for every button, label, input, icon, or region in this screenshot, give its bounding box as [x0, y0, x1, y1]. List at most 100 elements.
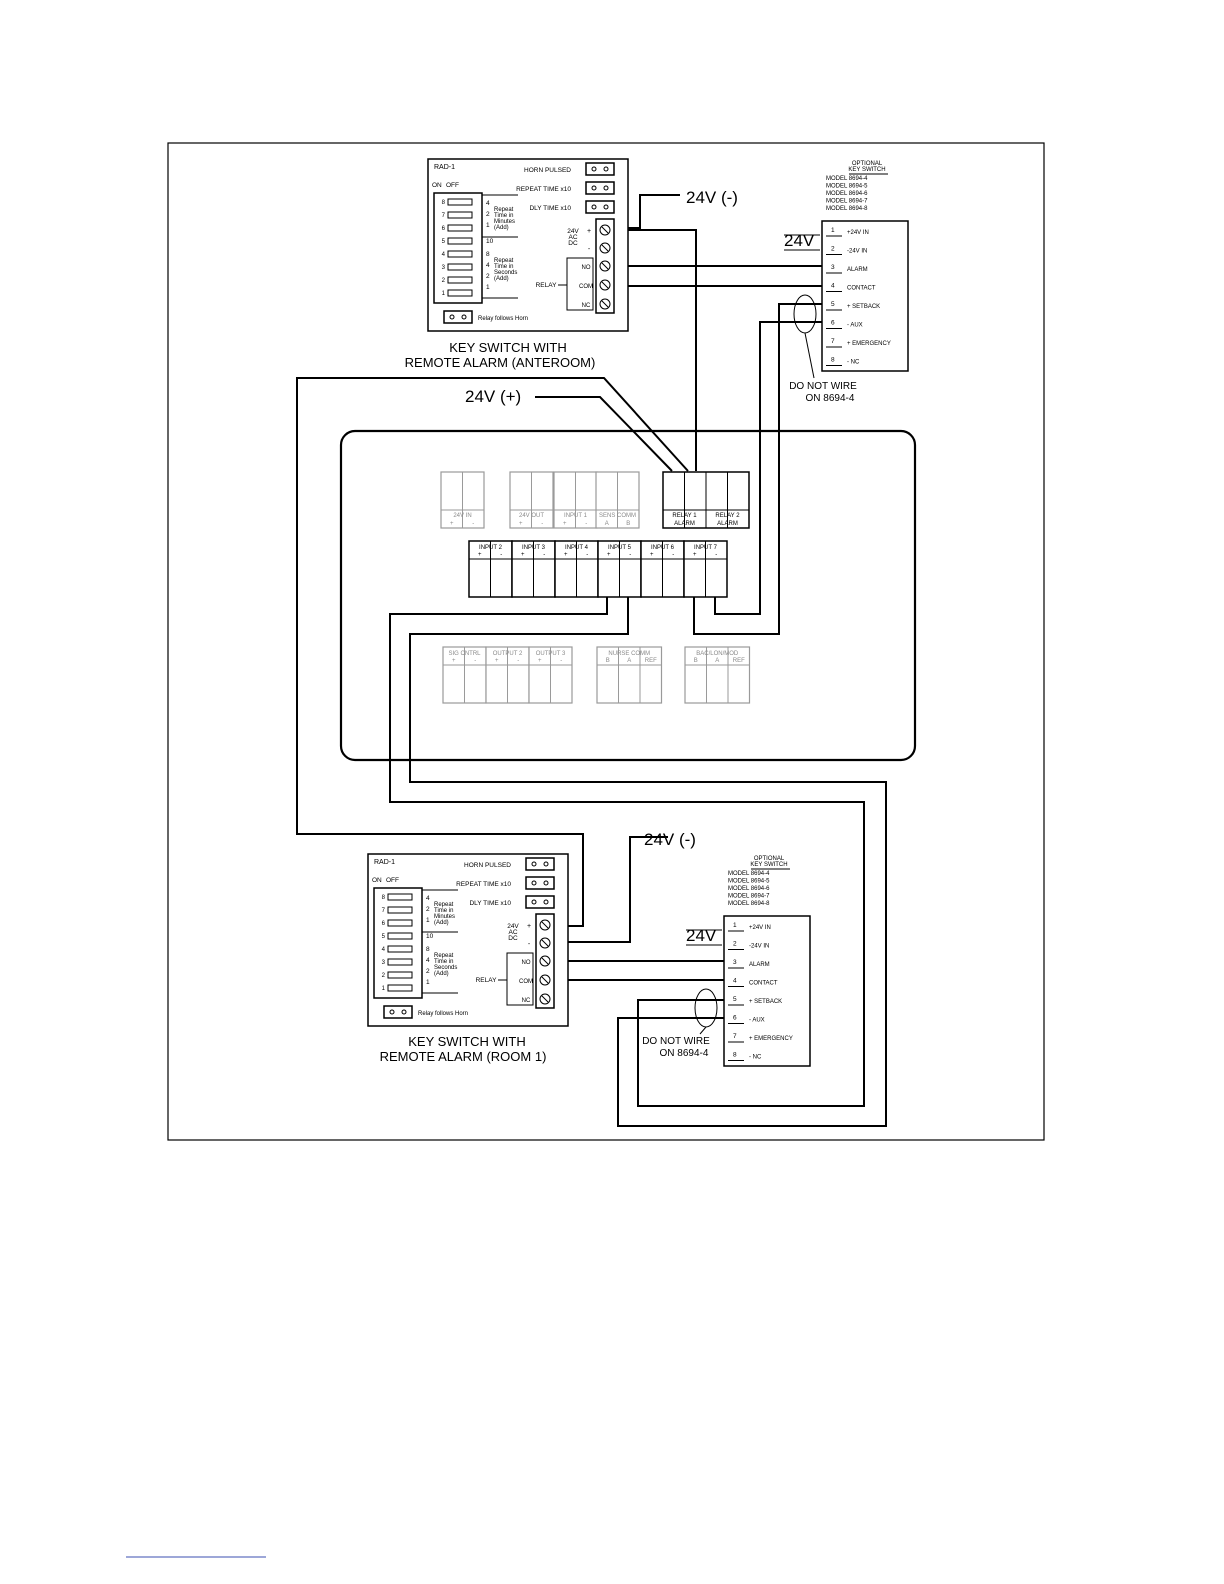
key-switch-model: MODEL 8694-4 — [728, 871, 770, 877]
key-switch-model: MODEL 8694-6 — [826, 191, 868, 197]
dip-weight: 4 — [426, 895, 430, 902]
dip-switch — [447, 198, 473, 206]
key-switch-terminal-label: -24V IN — [749, 944, 769, 950]
minus-sign: - — [528, 941, 531, 948]
input-polarity: - — [672, 552, 674, 558]
plus-sign: + — [527, 923, 531, 930]
key-switch-terminal-label: ALARM — [847, 267, 868, 273]
dip-switch — [447, 211, 473, 219]
relay-terminal-label: NC — [582, 303, 591, 309]
terminal-block-outline — [684, 646, 751, 704]
key-switch-terminal-number: 6 — [831, 320, 835, 327]
dip-switch — [387, 971, 413, 979]
controller-terminal-3: INPUT 1+- — [553, 471, 598, 529]
screw-slot — [541, 995, 549, 1003]
do-not-wire-bottom-line1: DO NOT WIRE — [642, 1036, 710, 1047]
screw-terminal — [599, 260, 611, 272]
relay-label: RELAY 1 — [672, 513, 697, 519]
dip-weight: 4 — [486, 262, 490, 269]
screw-terminal — [599, 224, 611, 236]
key-switch-model: MODEL 8694-8 — [826, 206, 868, 212]
screw-terminal — [539, 919, 551, 931]
terminal-polarity: + — [450, 521, 454, 527]
screw-terminal — [539, 993, 551, 1005]
seconds-label: Seconds — [434, 965, 457, 971]
relay-label: ALARM — [717, 521, 738, 527]
rad-module-name: RAD-1 — [434, 164, 455, 171]
terminal-polarity: B — [626, 521, 630, 527]
do-not-wire-bottom-line2: ON 8694-4 — [660, 1048, 709, 1059]
dip-weight-ten: 10 — [486, 238, 494, 245]
key-switch-outline — [723, 915, 811, 1067]
terminal-polarity: + — [519, 521, 523, 527]
key-switch-terminal-label: - NC — [749, 1055, 762, 1061]
key-switch-terminal-number: 4 — [831, 283, 835, 290]
key-switch-terminal-label: - AUX — [847, 323, 863, 329]
screw-terminal — [599, 279, 611, 291]
dip-switch — [447, 263, 473, 271]
power-label: DC — [508, 935, 518, 942]
controller-board — [339, 429, 917, 762]
callout-lines — [694, 294, 817, 1035]
dip-number: 8 — [382, 895, 386, 901]
jumper-block — [585, 181, 615, 195]
dip-number: 4 — [442, 252, 446, 258]
dip-number: 2 — [382, 973, 386, 979]
dip-weight: 2 — [486, 211, 490, 218]
seconds-label: Repeat — [494, 258, 514, 264]
power-label: 24V — [507, 923, 519, 930]
minutes-label: Repeat — [434, 902, 454, 908]
key-switch-terminal-number: 2 — [831, 246, 835, 253]
rad-module-name: RAD-1 — [374, 859, 395, 866]
jumper-pin — [603, 204, 609, 210]
do-not-wire-top-line2: ON 8694-4 — [806, 393, 855, 404]
output-polarity: - — [560, 658, 562, 664]
supply-label: 24V — [686, 926, 717, 945]
screw-slot — [601, 262, 609, 270]
jumper-pin — [603, 166, 609, 172]
input-polarity: - — [715, 552, 717, 558]
jumper-pin — [461, 314, 467, 320]
key-switch-terminal-label: + SETBACK — [847, 304, 880, 310]
minus-sign: - — [588, 246, 591, 253]
dip-number: 5 — [442, 239, 446, 245]
input-terminal-7: INPUT 7+- — [683, 540, 728, 598]
screw-slot — [541, 957, 549, 965]
jumper-block — [525, 895, 555, 909]
minutes-label: Repeat — [494, 207, 514, 213]
power-label: AC — [508, 929, 517, 936]
jumper-pin — [389, 1009, 395, 1015]
jumper-label: DLY TIME x10 — [469, 900, 511, 907]
screw-terminal — [539, 974, 551, 986]
relay-terminal-label: NC — [522, 998, 531, 1004]
dip-weight-ten: 10 — [426, 933, 434, 940]
dip-weight: 2 — [426, 968, 430, 975]
key-switch-header: OPTIONAL — [852, 161, 883, 167]
dip-weight: 1 — [486, 284, 490, 291]
relay-terminal-label: NO — [582, 265, 591, 271]
relay-label: RELAY 2 — [715, 513, 740, 519]
minutes-label: Time in — [494, 213, 513, 219]
jumper-pin — [531, 861, 537, 867]
screw-terminal — [599, 298, 611, 310]
input-polarity: + — [607, 552, 611, 558]
jumper-pin — [449, 314, 455, 320]
dip-number: 7 — [382, 908, 386, 914]
terminal-label: INPUT 1 — [564, 513, 588, 519]
jumper-pin — [543, 861, 549, 867]
jumper-pin — [591, 185, 597, 191]
input-label: INPUT 4 — [565, 545, 589, 551]
do-not-wire-marker-bottom — [694, 988, 718, 1028]
dip-weight: 1 — [486, 222, 490, 229]
dip-number: 8 — [442, 200, 446, 206]
jumper-pin — [603, 185, 609, 191]
jumper-label: REPEAT TIME x10 — [516, 186, 571, 193]
controller-terminal-1: 24V IN+- — [440, 471, 485, 529]
terminal-polarity: - — [541, 521, 543, 527]
output-polarity: - — [474, 658, 476, 664]
dip-weight: 8 — [426, 946, 430, 953]
dip-switch — [447, 289, 473, 297]
output-label: OUTPUT 2 — [493, 651, 523, 657]
minutes-label: (Add) — [434, 920, 449, 926]
